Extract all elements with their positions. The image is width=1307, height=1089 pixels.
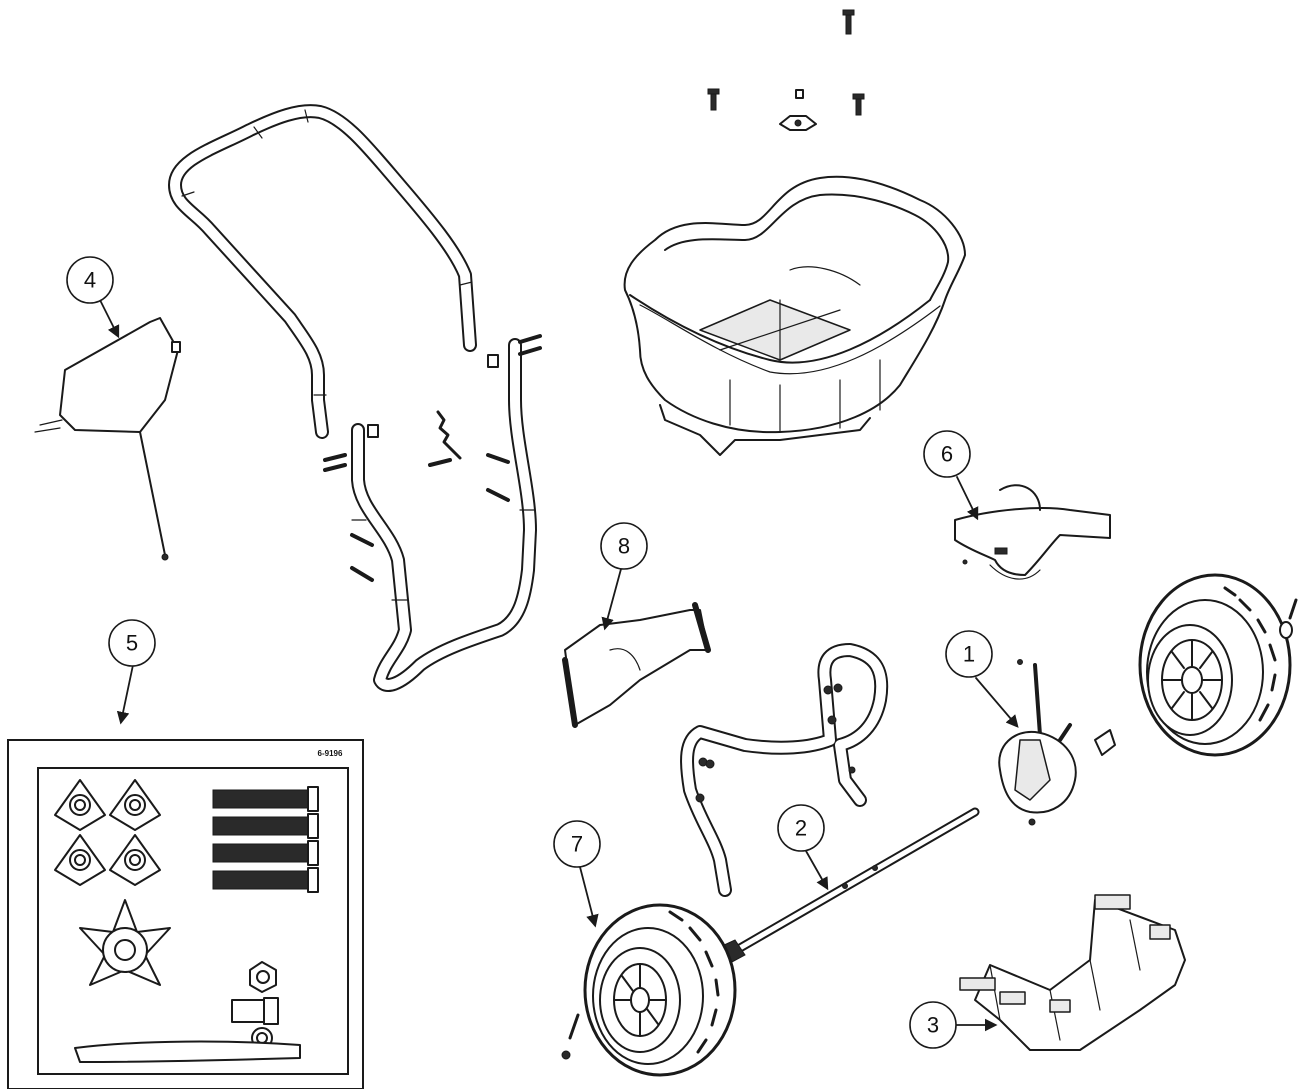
spinner — [954, 484, 1111, 580]
callout-2-label: 2 — [795, 816, 807, 841]
callout-8-label: 8 — [618, 534, 630, 559]
handle-fasteners — [323, 334, 542, 582]
callout-7: 7 — [553, 820, 601, 868]
callout-3-label: 3 — [927, 1013, 939, 1038]
handle-upper — [168, 104, 477, 439]
callout-6: 6 — [923, 430, 971, 478]
callout-1-label: 1 — [963, 642, 975, 667]
callout-5-label: 5 — [126, 631, 138, 656]
hub-caps — [54, 779, 161, 886]
callout-4: 4 — [66, 256, 114, 304]
center-frame — [680, 643, 889, 897]
callout-3: 3 — [909, 1001, 957, 1049]
top-hardware — [707, 9, 865, 131]
hopper — [623, 175, 966, 456]
left-wheel — [561, 903, 737, 1077]
hardware-kit-code: 6-9196 — [318, 749, 343, 758]
strap-bar — [74, 1040, 301, 1063]
right-wheel — [1138, 573, 1298, 757]
callout-8: 8 — [600, 522, 648, 570]
axle — [721, 807, 980, 963]
bolt-set — [212, 786, 319, 893]
callout-2: 2 — [777, 804, 825, 852]
deflector — [562, 602, 711, 728]
callout-5: 5 — [108, 619, 156, 667]
rain-cover — [34, 317, 181, 561]
nut-bushing-washer — [231, 961, 279, 1049]
handle-lower — [351, 338, 537, 692]
callout-1: 1 — [945, 630, 993, 678]
frame-base — [959, 894, 1186, 1051]
callout-4-label: 4 — [84, 268, 96, 293]
callout-6-label: 6 — [941, 442, 953, 467]
hardware-kit-panel: 6-9196 — [7, 739, 364, 1089]
gearbox — [998, 659, 1116, 826]
callout-7-label: 7 — [571, 832, 583, 857]
callout-arrows — [99, 299, 1019, 1032]
star-hub — [79, 899, 171, 986]
